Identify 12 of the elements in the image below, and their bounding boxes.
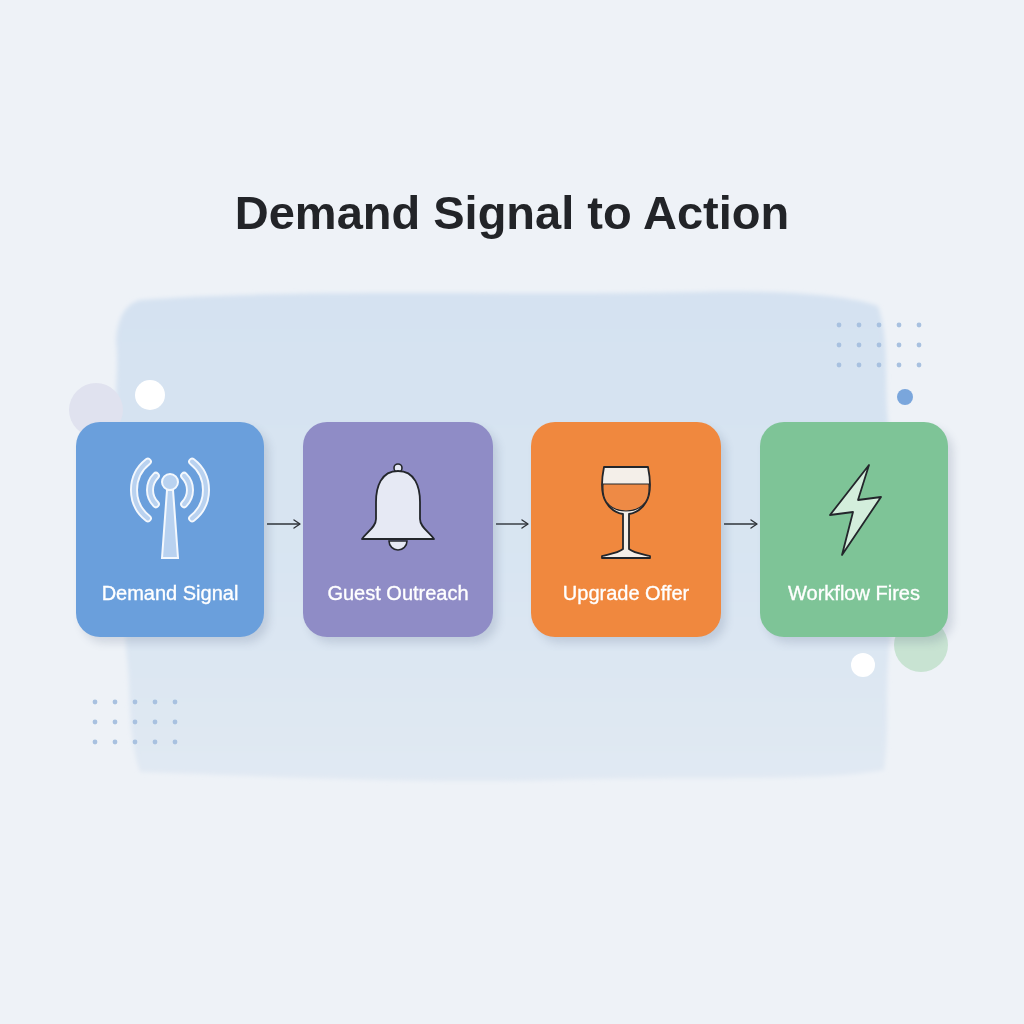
arrow [723,519,758,529]
title: Demand Signal to Action [234,185,790,241]
step-card [303,422,493,637]
step-label: Demand Signal [101,581,239,606]
step-card [760,422,948,637]
arrow [495,519,529,529]
step-label: Upgrade Offer [562,581,690,606]
step-card [531,422,721,637]
step-card [76,422,264,637]
arrow [266,519,301,529]
step-label: Workflow Fires [788,581,920,606]
step-label: Guest Outreach [327,581,469,606]
